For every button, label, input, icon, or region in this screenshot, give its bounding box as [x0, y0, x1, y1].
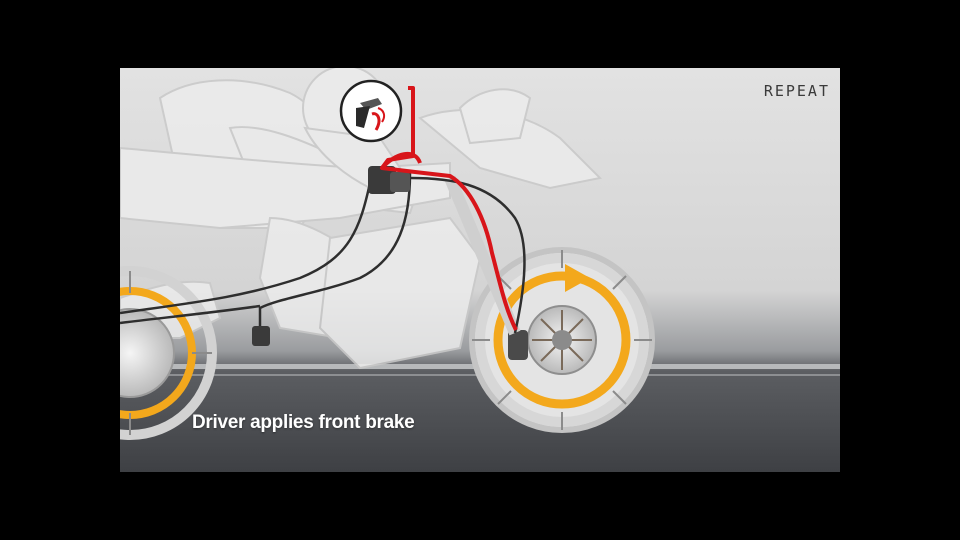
front-fork: [444, 175, 521, 336]
abs-modulator: [368, 166, 410, 194]
brake-line-loop: [380, 152, 422, 170]
repeat-button[interactable]: REPEAT: [763, 82, 830, 100]
caption-text: Driver applies front brake: [192, 412, 415, 433]
front-brake-line: [380, 86, 518, 331]
front-caliper: [508, 330, 528, 360]
rear-caliper: [252, 326, 270, 346]
rear-wheel: [120, 266, 217, 440]
brake-animation-scene: [120, 68, 840, 472]
brake-lever-icon: [339, 79, 403, 143]
video-player[interactable]: REPEAT Driver applies front brake: [120, 68, 840, 472]
front-wheel: [469, 247, 655, 433]
rotation-arrow-icon: [565, 264, 590, 292]
front-rotation-ring: [493, 271, 631, 409]
control-cables: [120, 172, 526, 334]
